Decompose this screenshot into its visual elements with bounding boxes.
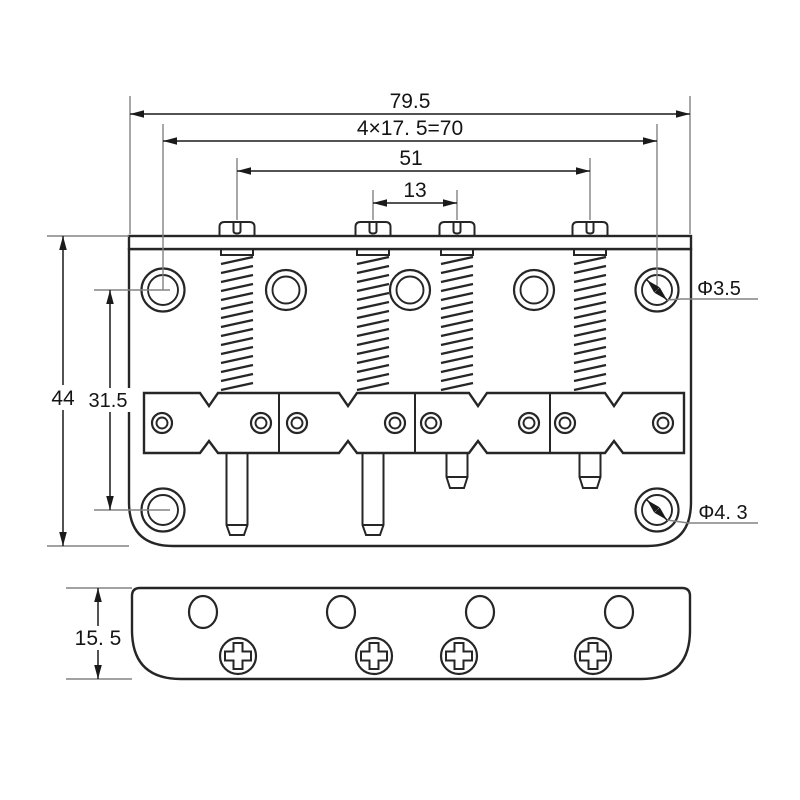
screw-spacing-label: 4×17. 5=70 <box>357 117 463 140</box>
phillips-screw-3 <box>439 636 479 676</box>
saddle-set-screw-holes <box>150 411 675 435</box>
side-string-holes <box>187 594 635 630</box>
top-view <box>127 221 693 548</box>
intonation-screw-head-4 <box>571 221 609 237</box>
plate-height-label: 44 <box>51 387 75 410</box>
phillips-screw-1 <box>218 636 258 676</box>
overall-width-label: 79.5 <box>390 90 431 113</box>
string-hole-2 <box>388 268 432 312</box>
dimension-screw-spacing: 4×17. 5=70 <box>162 117 658 290</box>
dimension-inner-screw-span: 13 <box>372 179 458 220</box>
top-hole-diameter-label: Φ3.5 <box>697 278 741 300</box>
string-hole-3 <box>512 268 556 312</box>
dimension-overall-width: 79.5 <box>129 90 691 234</box>
back-flange <box>127 234 693 251</box>
side-view <box>130 586 692 681</box>
callout-top-hole-diameter: Φ3.5 <box>646 278 758 301</box>
intonation-screw-head-2 <box>354 221 392 237</box>
base-plate-profile <box>130 586 692 681</box>
dimension-mount-hole-span: 31.5 <box>84 289 170 511</box>
inner-screw-span-label: 13 <box>403 179 426 202</box>
phillips-screw-2 <box>354 636 394 676</box>
dimension-plate-height: 44 <box>47 235 129 547</box>
callout-bottom-hole-diameter: Φ4. 3 <box>646 499 758 524</box>
intonation-screw-head-3 <box>438 221 476 237</box>
dimension-base-thickness: 15. 5 <box>66 587 132 680</box>
outer-screw-span-label: 51 <box>399 147 422 170</box>
dimension-outer-screw-span: 51 <box>236 147 591 220</box>
base-thickness-label: 15. 5 <box>75 627 122 650</box>
string-hole-1 <box>264 268 308 312</box>
mount-hole-span-label: 31.5 <box>89 390 128 412</box>
intonation-screw-head-1 <box>218 221 256 237</box>
phillips-screw-4 <box>573 636 613 676</box>
bottom-hole-diameter-label: Φ4. 3 <box>698 502 747 524</box>
